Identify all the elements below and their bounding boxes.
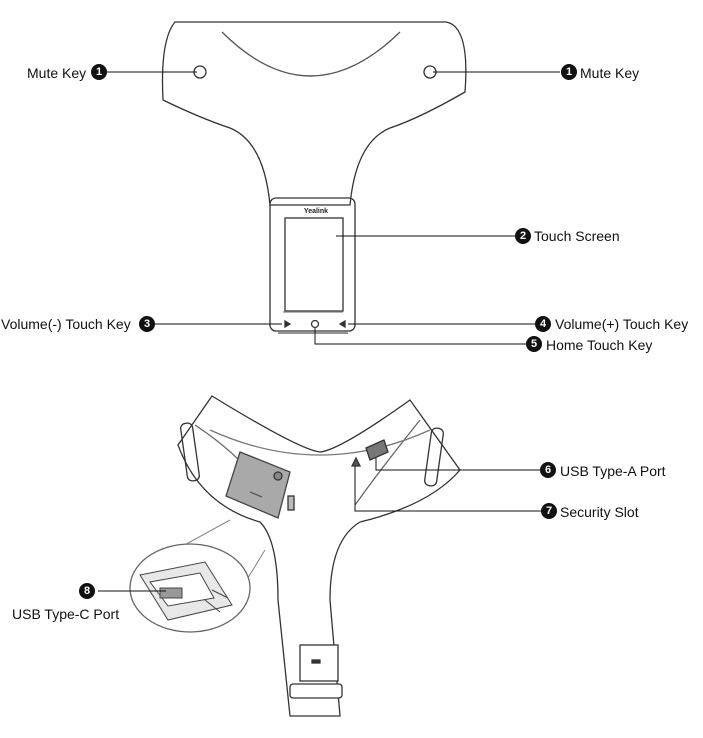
callout-badge-8: 8 (79, 583, 95, 599)
callout-badge-3: 3 (139, 316, 155, 332)
callout-label-usb-type-c: USB Type-C Port (12, 606, 120, 622)
bottom-plate (225, 451, 291, 519)
callout-label-usb-type-a: USB Type-A Port (560, 463, 666, 479)
callout-label-mute-key-right: Mute Key (580, 65, 640, 81)
security-slot-shape (350, 456, 362, 467)
callout-label-mute-key-left: Mute Key (27, 65, 87, 81)
callout-badge-2: 2 (515, 228, 531, 244)
callout-badge-6: 6 (540, 462, 556, 478)
phone-top-body (161, 21, 467, 206)
callout-badge-4: 4 (535, 316, 551, 332)
callout-label-home-key: Home Touch Key (546, 337, 653, 353)
callout-label-security-slot: Security Slot (560, 504, 639, 520)
volume-plus-icon (338, 319, 346, 329)
leader-lines (98, 71, 560, 592)
volume-minus-icon (284, 319, 292, 329)
phone-top-inner-curve (221, 31, 401, 77)
callout-badge-7: 7 (541, 503, 557, 519)
callout-label-touch-screen: Touch Screen (534, 228, 620, 244)
phone-bottom-body (177, 395, 461, 717)
touch-screen-panel (284, 217, 344, 312)
display-housing (269, 197, 356, 332)
callout-label-volume-plus: Volume(+) Touch Key (555, 316, 689, 332)
callout-badge-1-right: 1 (561, 64, 577, 80)
callout-badge-1-left: 1 (91, 64, 107, 80)
home-key-icon (310, 319, 320, 329)
callout-badge-5: 5 (526, 336, 542, 352)
brand-logo-text: Yealink (304, 208, 328, 215)
callout-label-volume-minus: Volume(-) Touch Key (1, 316, 131, 332)
usb-type-a-port-shape (365, 439, 389, 461)
usb-type-c-detail (139, 561, 233, 621)
